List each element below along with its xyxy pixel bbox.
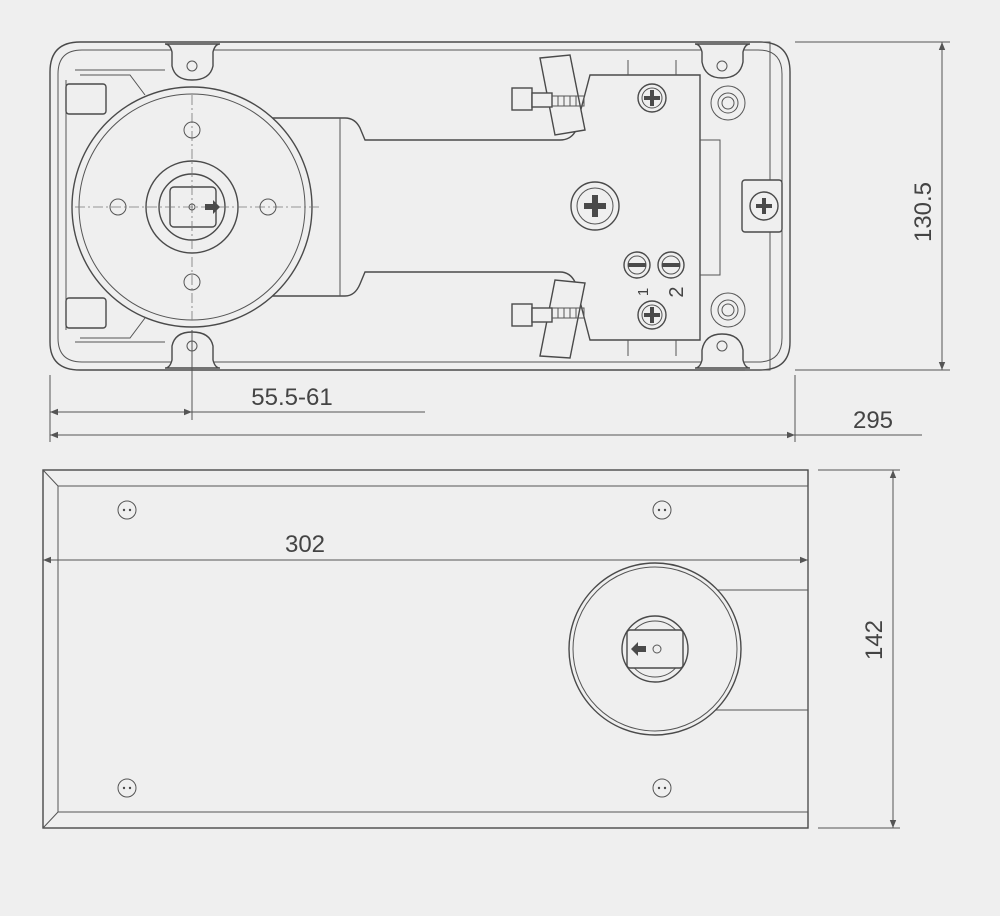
bottom-view-dimensions: 302 142 bbox=[43, 469, 900, 829]
adjust-screw-bottom bbox=[511, 279, 586, 359]
top-view-dimensions: 55.5-61 295 130.5 bbox=[49, 41, 950, 442]
top-view: 1 2 bbox=[49, 41, 791, 371]
phillips-screw-end-icon bbox=[741, 179, 783, 233]
mount-hole-top-right bbox=[710, 85, 746, 121]
valve-screw-1-icon bbox=[623, 251, 651, 279]
cover-spindle-hub bbox=[621, 615, 689, 683]
cover-screw-top-left bbox=[117, 500, 137, 520]
dim-pivot-offset: 55.5-61 bbox=[251, 384, 332, 411]
cover-screw-bottom-right bbox=[652, 778, 672, 798]
cover-screw-bottom-left bbox=[117, 778, 137, 798]
adjust-screw-top bbox=[511, 54, 586, 136]
mount-hole-bottom-right bbox=[710, 292, 746, 328]
mount-lug-top-right bbox=[694, 43, 751, 79]
dim-top-length: 295 bbox=[853, 407, 893, 434]
valve-label-2: 2 bbox=[666, 286, 688, 297]
bottom-view bbox=[42, 469, 809, 829]
cover-screw-top-right bbox=[652, 500, 672, 520]
phillips-screw-bottom-icon bbox=[637, 300, 667, 330]
left-clip-bottom bbox=[65, 297, 107, 329]
phillips-screw-top-icon bbox=[637, 83, 667, 113]
phillips-screw-center-icon bbox=[570, 181, 620, 231]
spindle-arrow-icon bbox=[205, 200, 220, 214]
cover-plate-inner bbox=[57, 485, 809, 813]
valve-screw-2-icon bbox=[657, 251, 685, 279]
mount-lug-bottom-right bbox=[694, 333, 751, 369]
cover-spindle-arrow-icon bbox=[631, 642, 646, 656]
arm-body bbox=[269, 74, 701, 341]
dim-bottom-length: 302 bbox=[285, 531, 325, 558]
dim-bottom-height: 142 bbox=[861, 620, 888, 660]
mount-lug-top-left bbox=[164, 43, 221, 81]
valve-label-1: 1 bbox=[635, 288, 652, 296]
left-clip-top bbox=[65, 83, 107, 115]
dim-top-height: 130.5 bbox=[910, 182, 937, 242]
